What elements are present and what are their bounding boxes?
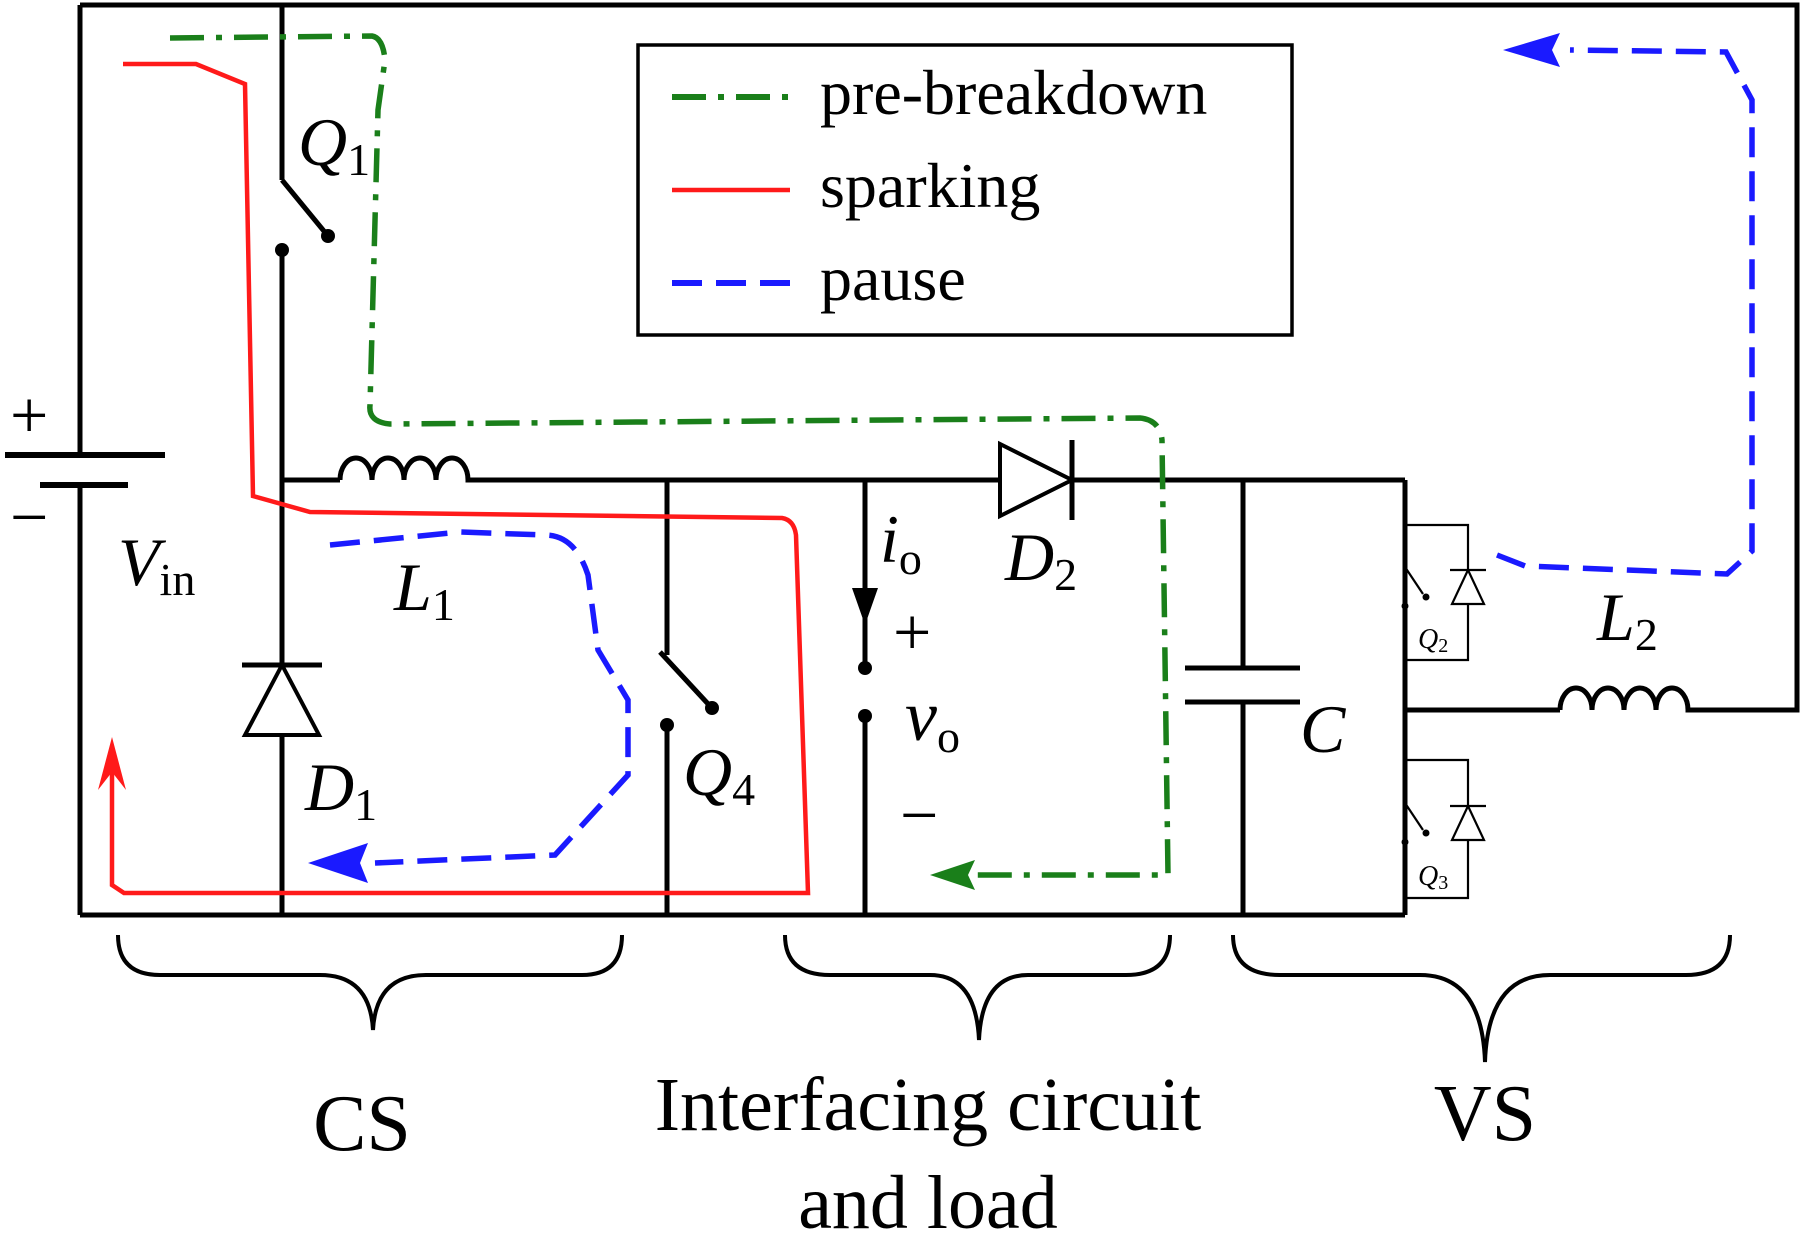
label-l1: L1 xyxy=(393,549,455,630)
label-l2-sym: L xyxy=(1596,579,1635,655)
label-d1: D1 xyxy=(304,749,377,830)
section-labels: CS Interfacing circuit and load VS xyxy=(313,1063,1536,1233)
legend-label-pause: pause xyxy=(820,243,966,314)
battery-minus-sign: − xyxy=(10,479,48,555)
diode-d1 xyxy=(241,660,323,737)
q3-contact xyxy=(1422,829,1430,837)
switch-q4-blade xyxy=(658,650,712,708)
label-vin: Vin xyxy=(118,524,195,605)
label-q3-sub: 3 xyxy=(1438,872,1448,894)
q3-switch-blade xyxy=(1404,802,1424,831)
switch-q2-module xyxy=(1401,523,1486,662)
switch-q1-contact-2 xyxy=(321,229,335,243)
pause-path-lower xyxy=(329,529,631,866)
label-d1-sub: 1 xyxy=(354,779,377,830)
switch-q1-blade xyxy=(280,178,330,238)
pause-path-right xyxy=(1495,47,1755,577)
brace-interfacing xyxy=(783,934,1172,1041)
legend-label-sparking: sparking xyxy=(820,150,1040,221)
load-plus-sign: + xyxy=(893,594,931,670)
pause-arrowhead-right xyxy=(1503,33,1560,67)
label-q2-sub: 2 xyxy=(1438,635,1448,657)
pause-arrowhead-lower xyxy=(308,843,368,883)
section-label-vs: VS xyxy=(1434,1070,1536,1158)
section-label-interfacing-line2: and load xyxy=(798,1161,1058,1233)
switch-q4-contact-2 xyxy=(705,701,719,715)
label-c: C xyxy=(1300,691,1346,767)
section-braces xyxy=(116,934,1732,1063)
legend-label-pre-breakdown: pre-breakdown xyxy=(820,57,1207,128)
legend: pre-breakdown sparking pause xyxy=(636,43,1294,337)
battery-vin xyxy=(5,452,165,488)
label-io-sub: o xyxy=(899,533,922,584)
label-vo: vo xyxy=(905,676,960,762)
switch-q3-module xyxy=(1401,758,1486,900)
top-wire xyxy=(80,2,1800,713)
label-l1-sub: 1 xyxy=(432,579,455,630)
section-label-cs: CS xyxy=(313,1080,411,1168)
q2-contact-2 xyxy=(1401,602,1409,610)
label-vo-sub: o xyxy=(937,711,960,762)
label-q4: Q4 xyxy=(683,734,755,815)
load-terminal-bottom xyxy=(858,709,872,723)
brace-cs xyxy=(116,934,624,1031)
component-labels: Q1 Vin + − L1 D1 Q4 io + vo − D2 C Q2 Q3… xyxy=(10,104,1658,894)
label-d1-sym: D xyxy=(304,749,354,825)
label-l1-sym: L xyxy=(393,549,432,625)
pre-breakdown-path xyxy=(169,33,1171,878)
current-io-arrowhead xyxy=(852,588,878,625)
section-label-interfacing-line1: Interfacing circuit xyxy=(655,1063,1201,1147)
label-q1-sub: 1 xyxy=(347,134,370,185)
label-q1: Q1 xyxy=(298,104,370,185)
q2-switch-blade xyxy=(1404,566,1424,595)
sparking-arrowhead xyxy=(98,737,126,790)
label-q3: Q3 xyxy=(1418,861,1448,894)
label-d2: D2 xyxy=(1004,519,1077,600)
diode-d1-triangle xyxy=(241,660,323,737)
diode-d2-triangle xyxy=(998,440,1077,520)
load-terminals xyxy=(852,560,878,723)
switch-q1 xyxy=(275,178,335,257)
pre-breakdown-arrowhead xyxy=(930,860,975,890)
load-terminal-top xyxy=(858,661,872,675)
brace-vs xyxy=(1231,934,1732,1063)
label-q1-sym: Q xyxy=(298,104,347,180)
label-q2: Q2 xyxy=(1418,624,1448,657)
inductor-l1 xyxy=(337,455,480,483)
q3-diode-triangle xyxy=(1450,803,1486,842)
label-l2: L2 xyxy=(1596,579,1658,660)
switch-q4 xyxy=(658,650,719,732)
label-d2-sub: 2 xyxy=(1054,549,1077,600)
label-d2-sym: D xyxy=(1004,519,1054,595)
label-vin-sub: in xyxy=(160,554,196,605)
label-io-sym: i xyxy=(880,501,899,577)
switch-q4-contact xyxy=(660,718,674,732)
q2-diode-triangle xyxy=(1450,567,1486,606)
q3-contact-2 xyxy=(1401,838,1409,846)
label-q4-sym: Q xyxy=(683,734,732,810)
capacitor-c xyxy=(1185,665,1300,705)
label-l2-sub: 2 xyxy=(1635,609,1658,660)
label-io: io xyxy=(880,501,922,584)
sparking-path xyxy=(109,61,811,896)
label-q2-sym: Q xyxy=(1418,624,1438,655)
wires xyxy=(77,2,1800,918)
label-q3-sym: Q xyxy=(1418,861,1438,892)
label-vin-sym: V xyxy=(118,524,167,600)
current-paths xyxy=(98,33,1755,896)
diode-d2 xyxy=(998,440,1077,520)
inductor-l2 xyxy=(1557,685,1710,713)
load-minus-sign: − xyxy=(900,777,938,853)
switch-q1-contact xyxy=(275,243,289,257)
label-vo-sym: v xyxy=(905,676,937,756)
battery-plus-sign: + xyxy=(10,377,48,453)
label-q4-sub: 4 xyxy=(732,764,755,815)
q2-contact xyxy=(1422,593,1430,601)
